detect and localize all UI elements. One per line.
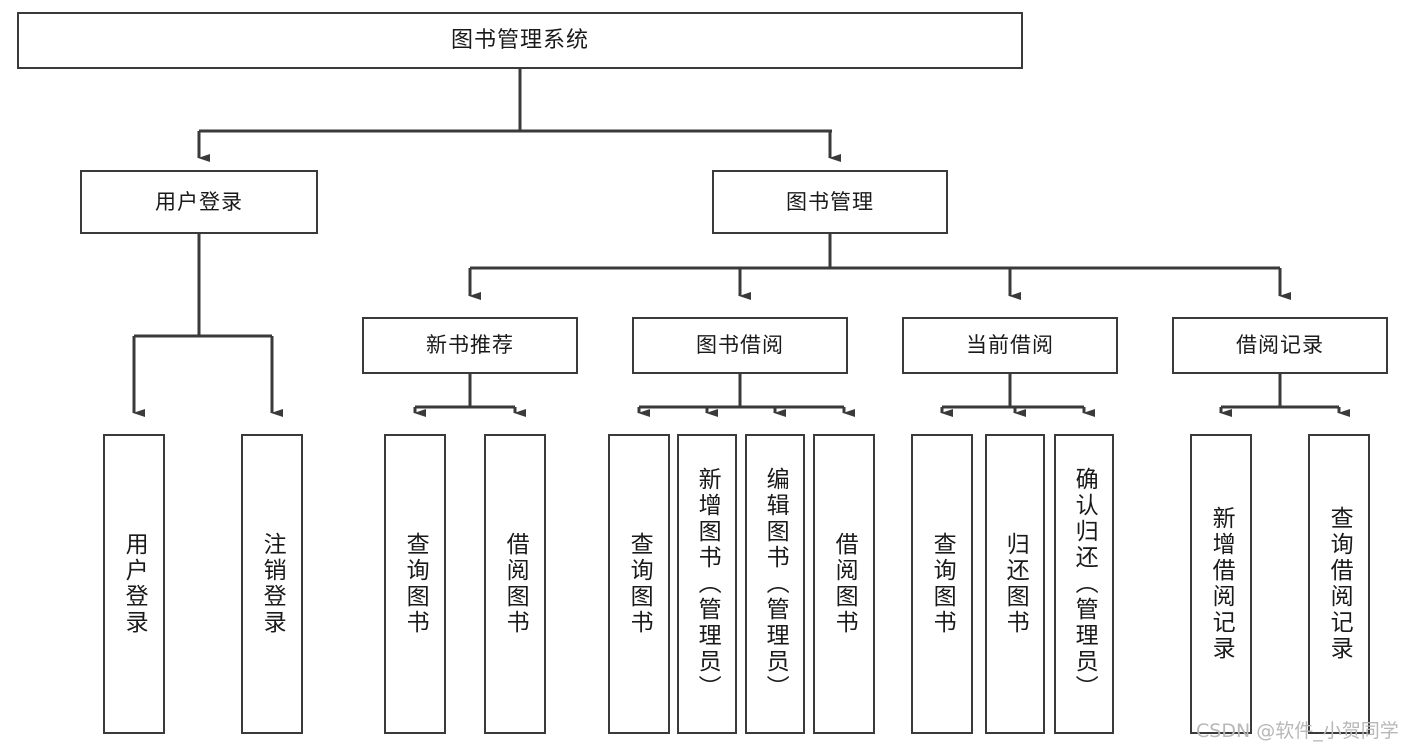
- node-label: 查询图书: [929, 532, 956, 636]
- leaf-borrow-borrow-book[interactable]: 借阅图书: [813, 434, 875, 734]
- leaf-user-logout[interactable]: 注销登录: [241, 434, 303, 734]
- leaf-borrow-query-book[interactable]: 查询图书: [608, 434, 670, 734]
- node-label: 新书推荐: [426, 333, 514, 358]
- node-label: 新增图书（管理员）: [694, 467, 721, 701]
- node-label: 编辑图书（管理员）: [762, 467, 789, 701]
- node-label: 用户登录: [121, 532, 148, 636]
- node-label: 用户登录: [155, 189, 243, 214]
- node-label: 图书管理系统: [450, 27, 589, 53]
- node-label: 查询借阅记录: [1326, 506, 1353, 662]
- node-book-manage[interactable]: 图书管理: [712, 170, 948, 234]
- node-label: 查询图书: [402, 532, 429, 636]
- node-label: 借阅记录: [1236, 333, 1324, 358]
- node-new-book-rec[interactable]: 新书推荐: [362, 317, 578, 374]
- node-book-borrow[interactable]: 图书借阅: [632, 317, 848, 374]
- leaf-cur-confirm-return[interactable]: 确认归还（管理员）: [1054, 434, 1114, 734]
- leaf-rec-borrow-book[interactable]: 借阅图书: [484, 434, 546, 734]
- leaf-cur-query-book[interactable]: 查询图书: [911, 434, 973, 734]
- node-label: 图书借阅: [696, 333, 784, 358]
- node-label: 新增借阅记录: [1208, 506, 1235, 662]
- node-label: 借阅图书: [831, 532, 858, 636]
- node-label: 查询图书: [626, 532, 653, 636]
- csdn-watermark: CSDN @软件_小贺同学: [1196, 720, 1399, 742]
- node-label: 借阅图书: [502, 532, 529, 636]
- node-user-login[interactable]: 用户登录: [80, 170, 318, 234]
- node-label: 图书管理: [786, 189, 874, 214]
- leaf-user-login[interactable]: 用户登录: [103, 434, 165, 734]
- node-current-borrow[interactable]: 当前借阅: [902, 317, 1118, 374]
- leaf-rec-query-book[interactable]: 查询图书: [384, 434, 446, 734]
- node-label: 注销登录: [259, 532, 286, 636]
- leaf-cur-return-book[interactable]: 归还图书: [985, 434, 1045, 734]
- node-label: 当前借阅: [966, 333, 1054, 358]
- node-root-system[interactable]: 图书管理系统: [17, 12, 1023, 69]
- leaf-rec-query-record[interactable]: 查询借阅记录: [1308, 434, 1370, 734]
- leaf-rec-add-record[interactable]: 新增借阅记录: [1190, 434, 1252, 734]
- node-label: 确认归还（管理员）: [1071, 467, 1098, 701]
- node-label: 归还图书: [1002, 532, 1029, 636]
- node-borrow-record[interactable]: 借阅记录: [1172, 317, 1388, 374]
- leaf-borrow-add-book[interactable]: 新增图书（管理员）: [677, 434, 737, 734]
- leaf-borrow-edit-book[interactable]: 编辑图书（管理员）: [745, 434, 805, 734]
